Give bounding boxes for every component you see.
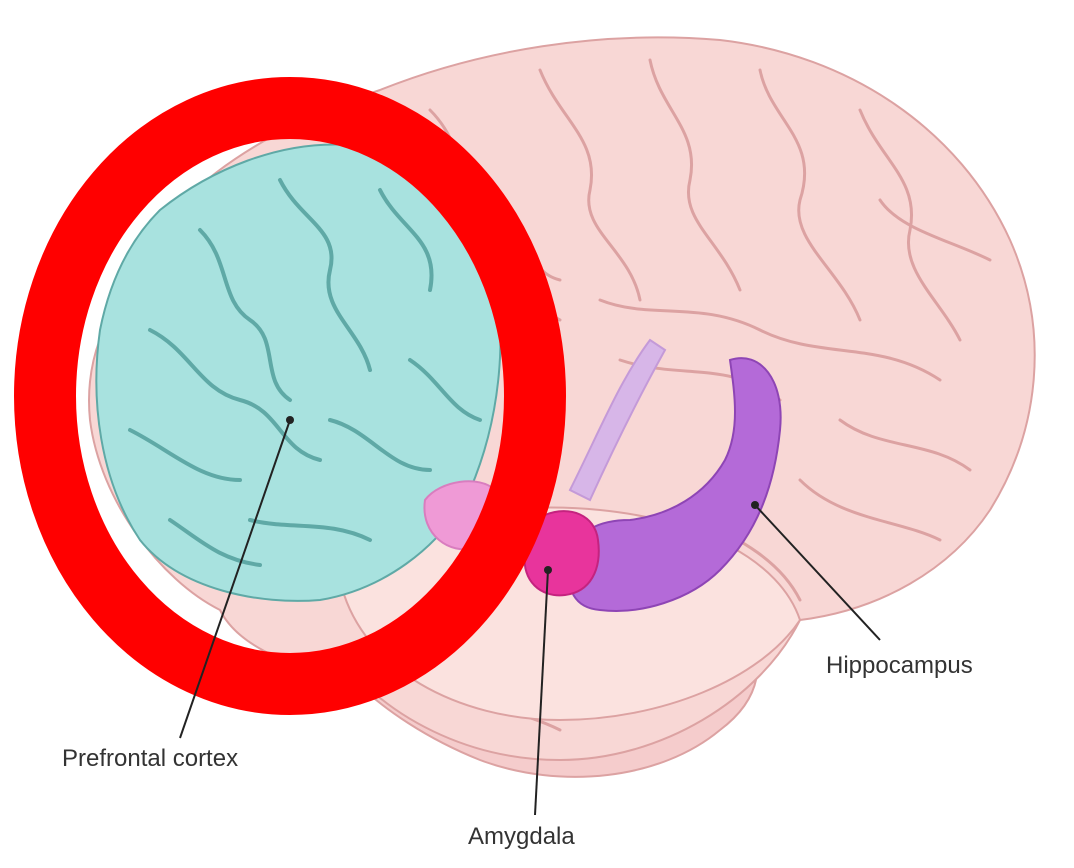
label-hippocampus: Hippocampus	[826, 652, 973, 680]
marker-dot-amygdala	[544, 566, 552, 574]
label-prefrontal-cortex: Prefrontal cortex	[62, 745, 238, 773]
label-amygdala: Amygdala	[468, 823, 575, 851]
marker-dot-hippocampus	[751, 501, 759, 509]
marker-dot-prefrontal	[286, 416, 294, 424]
